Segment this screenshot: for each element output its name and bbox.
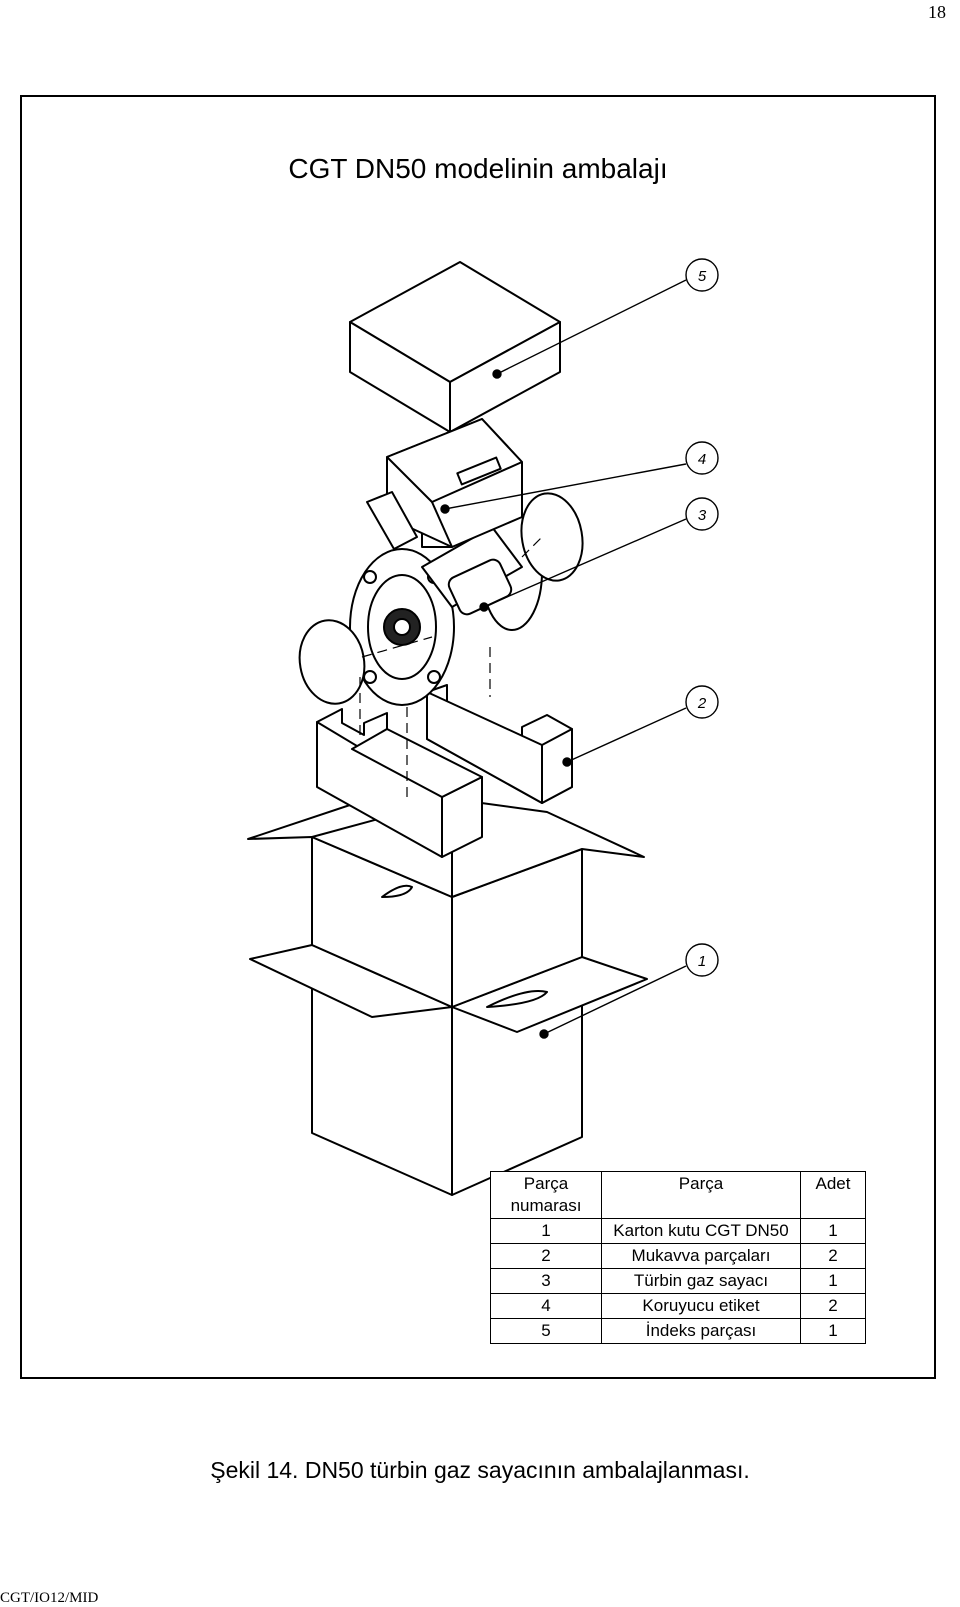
cardboard-cradle-part [316,684,573,858]
callout-1: 1 [698,953,706,970]
part-number: 5 [490,1318,602,1344]
callout-4: 4 [698,451,706,468]
index-box-part [349,261,561,433]
document-code: CGT/IO12/MID [0,1590,99,1606]
callout-2: 2 [697,695,707,712]
table-row: 5 İndeks parçası 1 [490,1318,866,1344]
header-quantity: Adet [800,1171,866,1219]
assembly-lines [359,536,543,797]
part-number: 4 [490,1293,602,1319]
exploded-packaging-drawing: 5 4 3 2 1 [247,258,719,1196]
drawing-frame: CGT DN50 modelinin ambalajı [20,95,936,1379]
protective-labels-part [298,492,584,705]
part-number: 2 [490,1243,602,1269]
drawing-title: CGT DN50 modelinin ambalajı [288,153,668,184]
figure-caption: Şekil 14. DN50 türbin gaz sayacının amba… [210,1457,750,1483]
table-row: 3 Türbin gaz sayacı 1 [490,1268,866,1294]
part-name: Koruyucu etiket [601,1293,801,1319]
part-name: İndeks parçası [601,1318,801,1344]
part-quantity: 1 [800,1318,866,1344]
part-quantity: 1 [800,1218,866,1244]
table-row: 2 Mukavva parçaları 2 [490,1243,866,1269]
part-name: Karton kutu CGT DN50 [601,1218,801,1244]
part-quantity: 1 [800,1268,866,1294]
callouts [440,258,719,1039]
page-number: 18 [928,2,946,22]
part-name: Türbin gaz sayacı [601,1268,801,1294]
part-number: 3 [490,1268,602,1294]
part-number: 1 [490,1218,602,1244]
header-part: Parça [601,1171,801,1219]
part-name: Mukavva parçaları [601,1243,801,1269]
parts-table: Parça numarası Parça Adet 1 Karton kutu … [490,1171,866,1344]
callout-5: 5 [698,268,707,285]
part-quantity: 2 [800,1293,866,1319]
part-quantity: 2 [800,1243,866,1269]
turbine-gas-meter-part [349,418,543,706]
callout-3: 3 [698,507,707,524]
table-header-row: Parça numarası Parça Adet [490,1171,866,1219]
header-part-number: Parça numarası [490,1171,602,1219]
table-row: 4 Koruyucu etiket 2 [490,1293,866,1319]
table-row: 1 Karton kutu CGT DN50 1 [490,1218,866,1244]
carton-box-part [247,796,648,1196]
